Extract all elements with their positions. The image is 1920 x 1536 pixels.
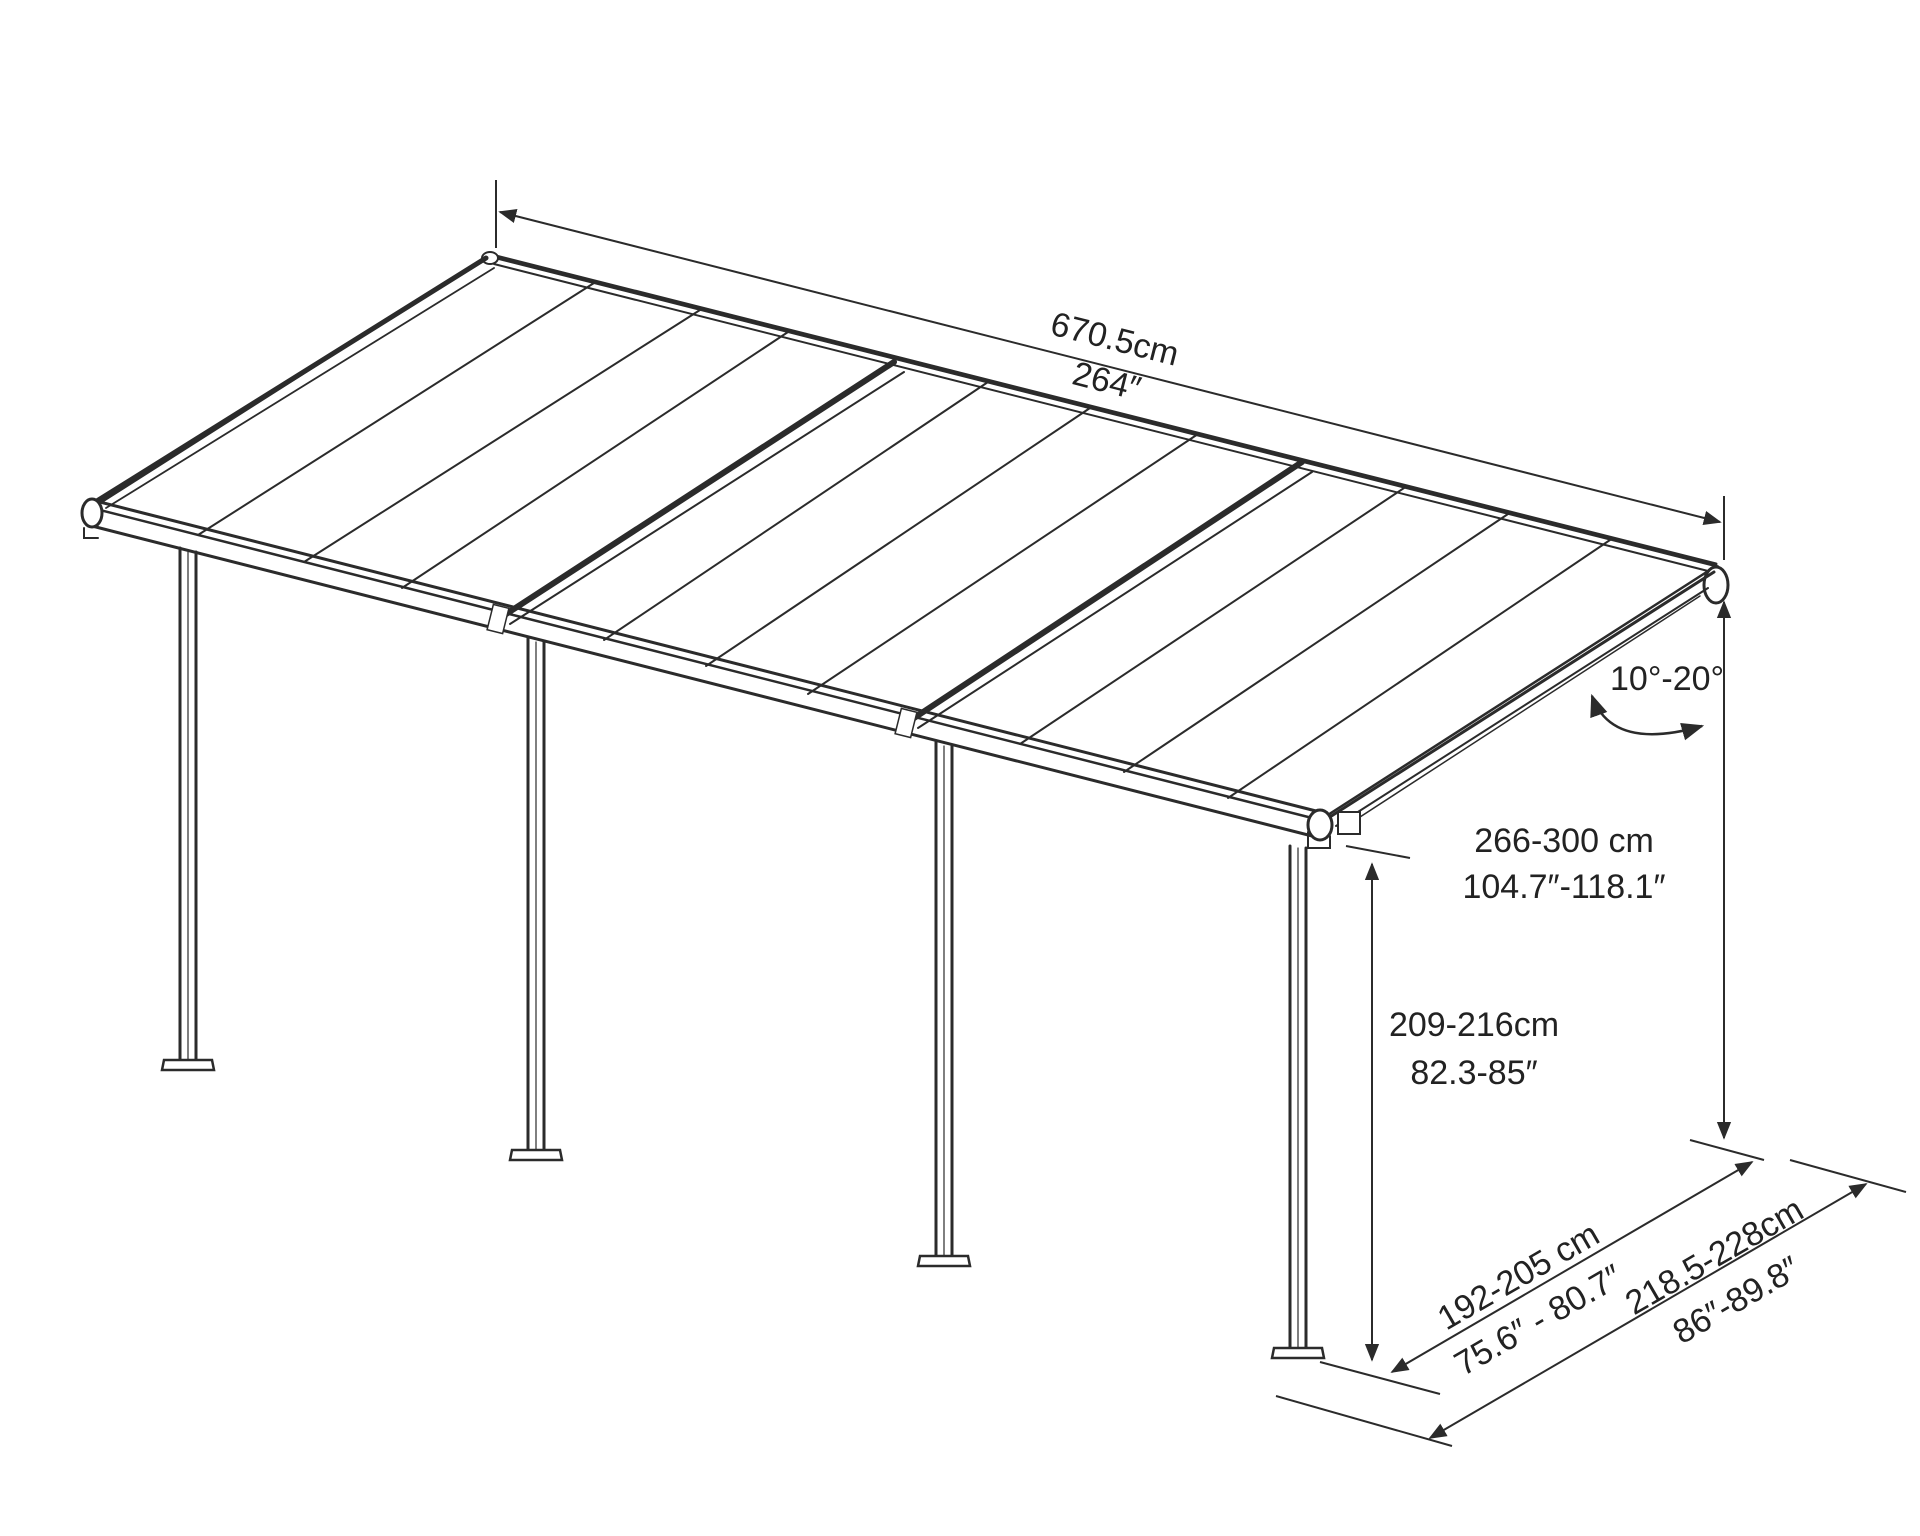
post-2	[508, 636, 564, 1162]
total-depth-extension-wall	[1789, 1159, 1907, 1193]
roof-side-right	[1320, 570, 1716, 831]
dimension-lines	[495, 180, 1907, 1447]
post-height-extension	[1345, 845, 1411, 859]
roof-side-left	[89, 255, 495, 509]
angle-arc	[1590, 693, 1705, 741]
post-4	[1270, 844, 1326, 1360]
length-dimension-line	[498, 209, 1722, 525]
angle-label: 10°-20°	[1610, 660, 1724, 698]
wall-height-imperial-label: 104.7″-118.1″	[1462, 868, 1665, 906]
front-gutter	[80, 497, 1361, 849]
post-depth-extension-wall	[1689, 1139, 1765, 1161]
post-height-metric-label: 209-216cm	[1389, 1006, 1559, 1044]
pergola-structure	[80, 251, 1730, 1360]
wall-height-metric-label: 266-300 cm	[1474, 822, 1654, 860]
total-depth-extension-post	[1275, 1395, 1453, 1447]
post-depth-extension-post	[1319, 1361, 1441, 1395]
total-depth-dimension-line	[1428, 1183, 1868, 1439]
post-1	[160, 546, 216, 1072]
post-3	[916, 740, 972, 1268]
post-height-imperial-label: 82.3-85″	[1410, 1054, 1537, 1092]
